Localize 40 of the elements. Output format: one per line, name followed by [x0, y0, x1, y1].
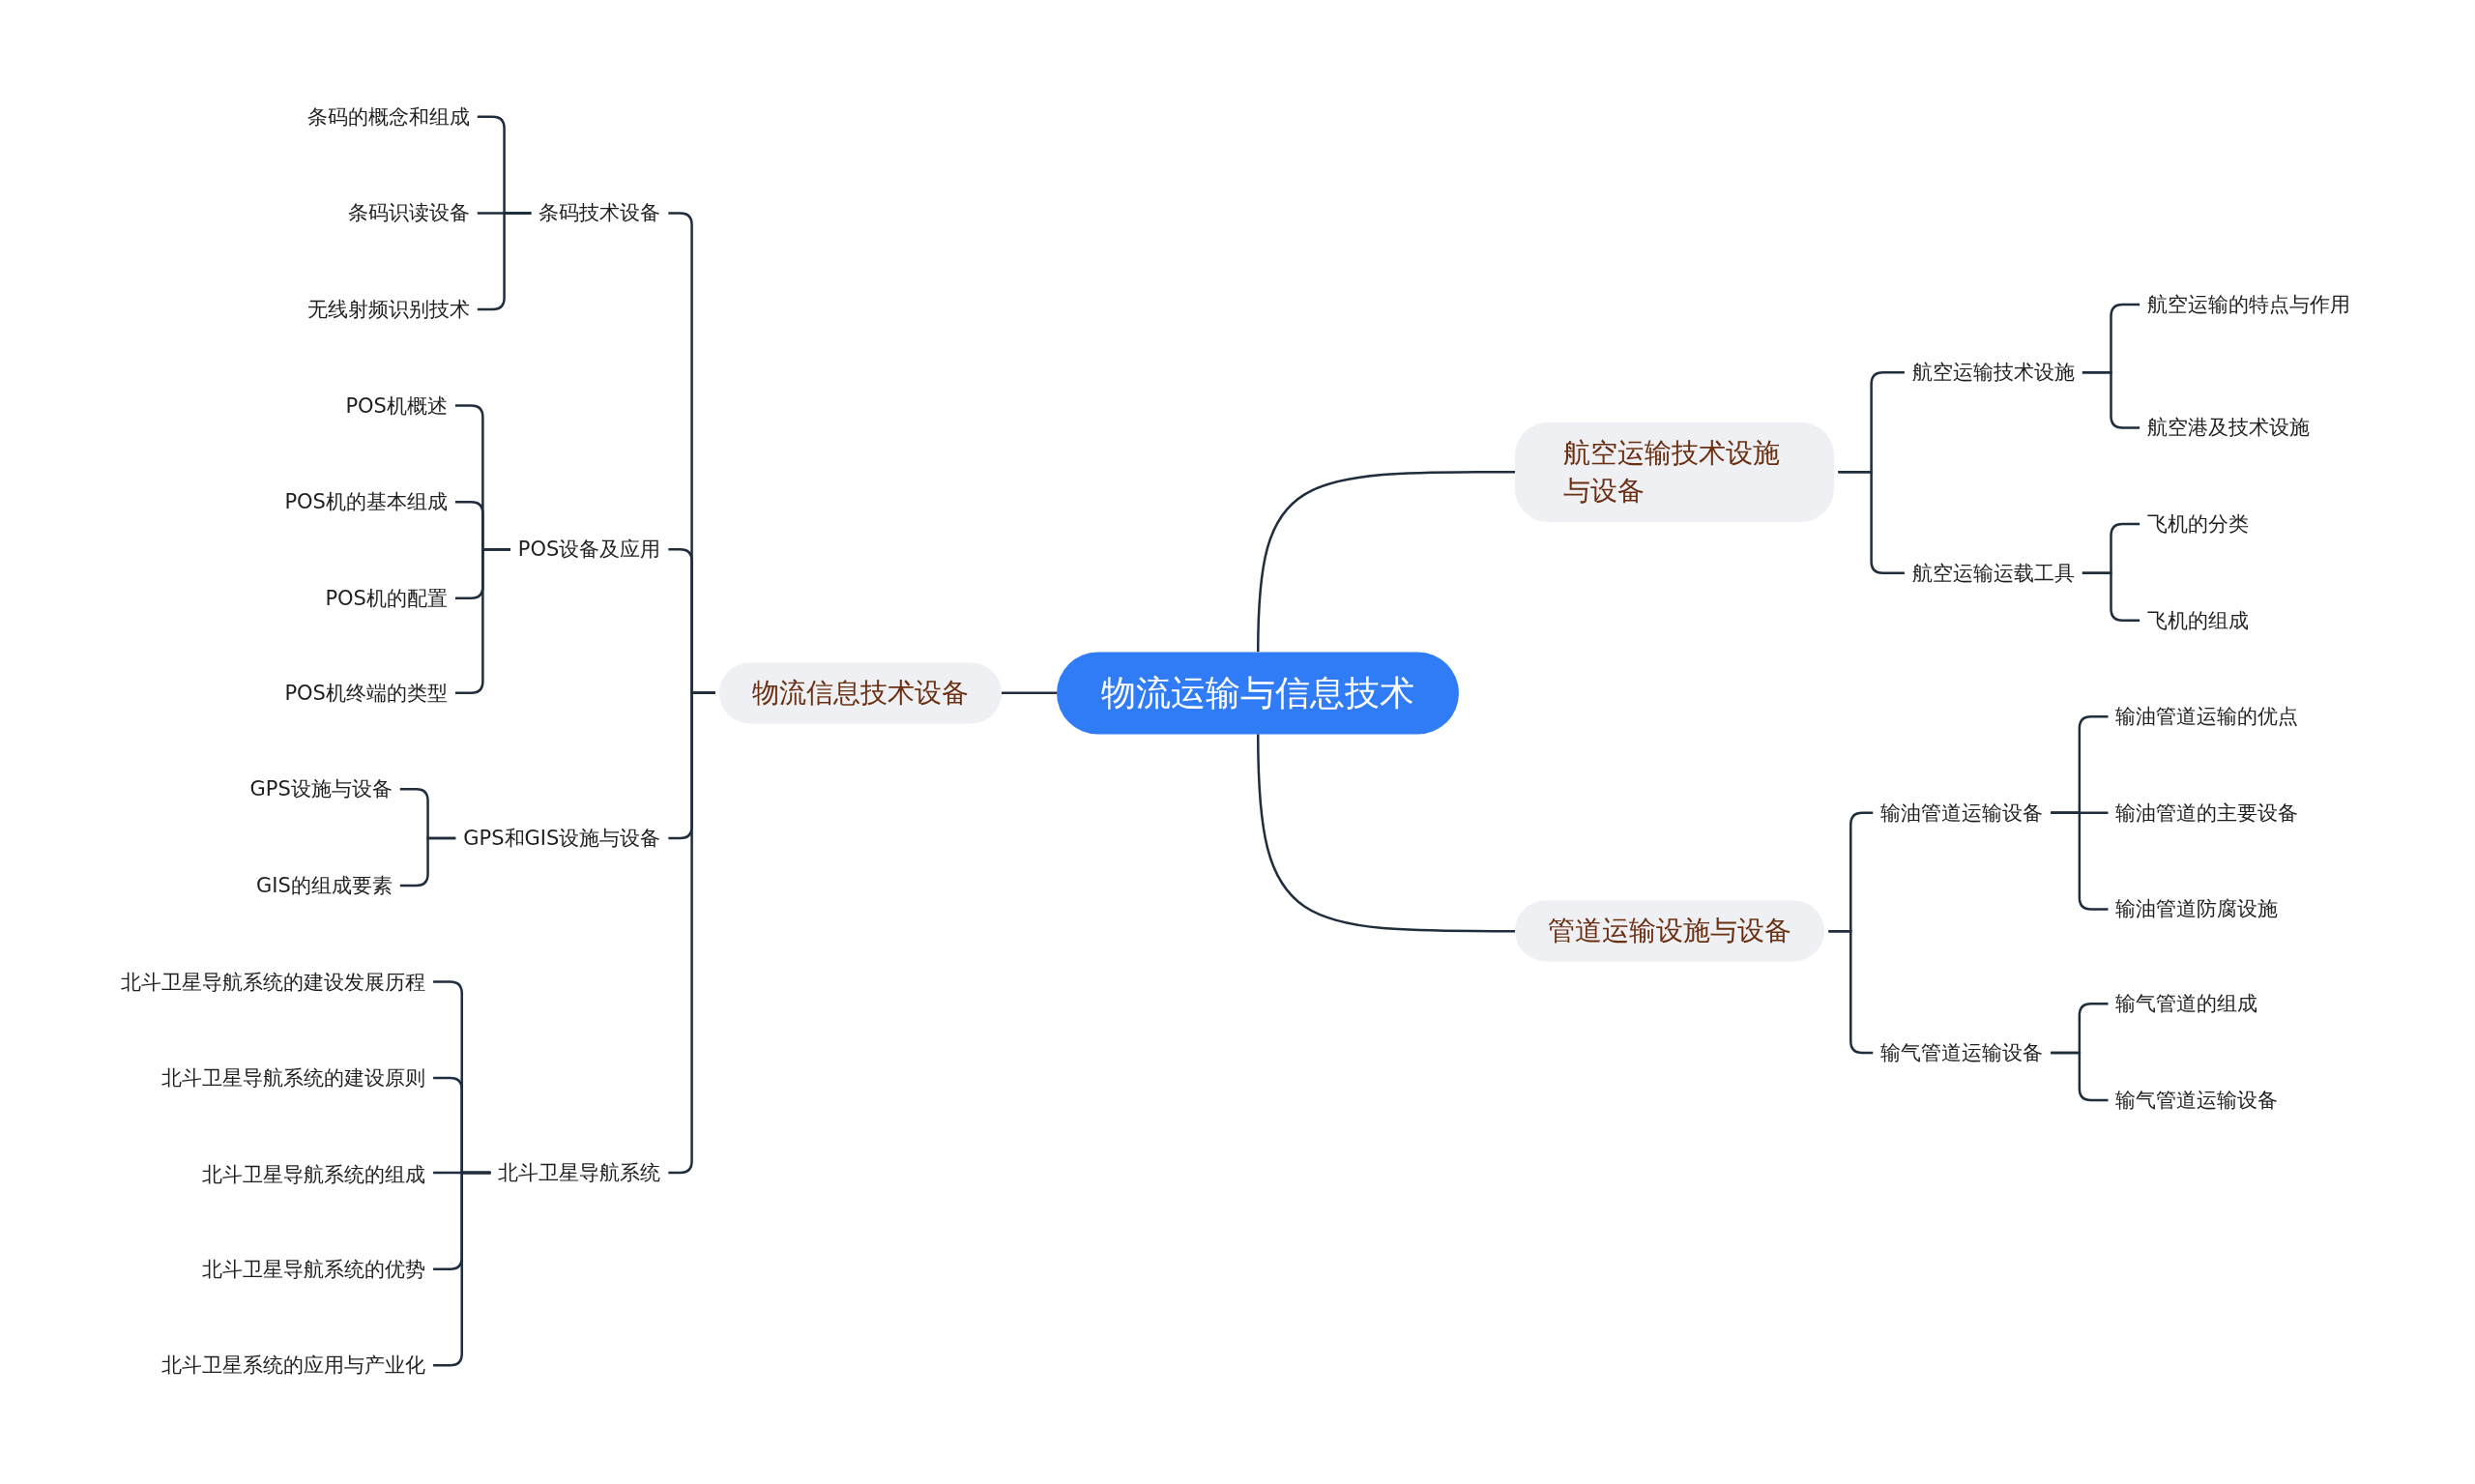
subtopic-label: 北斗卫星导航系统的建设原则 [158, 1062, 430, 1094]
subtopic-label: POS设备及应用 [513, 534, 665, 566]
subtopic-label: 北斗卫星导航系统的组成 [198, 1158, 430, 1190]
subtopic-label: GIS的组成要素 [252, 869, 396, 901]
main-topic: 物流信息技术设备 [718, 662, 1002, 724]
connector-line [1838, 470, 1905, 574]
subtopic-label: 北斗卫星系统的应用与产业化 [158, 1350, 430, 1382]
subtopic-label: 飞机的组成 [2143, 604, 2254, 636]
subtopic-label: 输气管道运输设备 [2111, 1084, 2283, 1116]
subtopic-label: 无线射频识别技术 [303, 294, 474, 325]
connector-line [1256, 734, 1516, 933]
connector-line [1256, 470, 1516, 653]
subtopic-label: 条码的概念和组成 [303, 101, 474, 132]
subtopic-label: 航空运输运载工具 [1907, 557, 2079, 589]
subtopic-label: POS机终端的类型 [280, 677, 451, 709]
subtopic-label: 输气管道的组成 [2111, 988, 2262, 1020]
subtopic-label: POS机的基本组成 [280, 486, 451, 518]
subtopic-label: POS机的配置 [321, 582, 451, 614]
subtopic-label: 输油管道防腐设施 [2111, 893, 2283, 925]
subtopic-label: 输油管道运输的优点 [2111, 701, 2303, 733]
subtopic-label: 飞机的分类 [2143, 509, 2254, 540]
subtopic-label: GPS设施与设备 [246, 773, 396, 805]
connector-line [1001, 691, 1058, 694]
main-topic: 航空运输技术设施与设备 [1515, 422, 1835, 522]
subtopic-label: 航空运输的特点与作用 [2143, 289, 2355, 321]
subtopic-label: 北斗卫星导航系统的优势 [198, 1253, 430, 1285]
subtopic-label: 输油管道的主要设备 [2111, 797, 2303, 829]
subtopic-label: 北斗卫星导航系统的建设发展历程 [117, 966, 430, 998]
subtopic-label: 输油管道运输设备 [1877, 797, 2048, 829]
main-topic: 管道运输设施与设备 [1515, 900, 1825, 962]
subtopic-label: 条码技术设备 [535, 197, 665, 229]
connector-line [454, 547, 510, 694]
subtopic-label: 输气管道运输设备 [1877, 1036, 2048, 1068]
central-topic: 物流运输与信息技术 [1057, 652, 1460, 735]
subtopic-label: 北斗卫星导航系统 [494, 1157, 665, 1189]
subtopic-label: 条码识读设备 [343, 197, 474, 229]
subtopic-label: GPS和GIS设施与设备 [459, 822, 665, 854]
subtopic-label: POS机概述 [341, 390, 451, 422]
subtopic-label: 航空运输技术设施 [1907, 357, 2079, 389]
subtopic-label: 航空港及技术设施 [2143, 412, 2315, 444]
